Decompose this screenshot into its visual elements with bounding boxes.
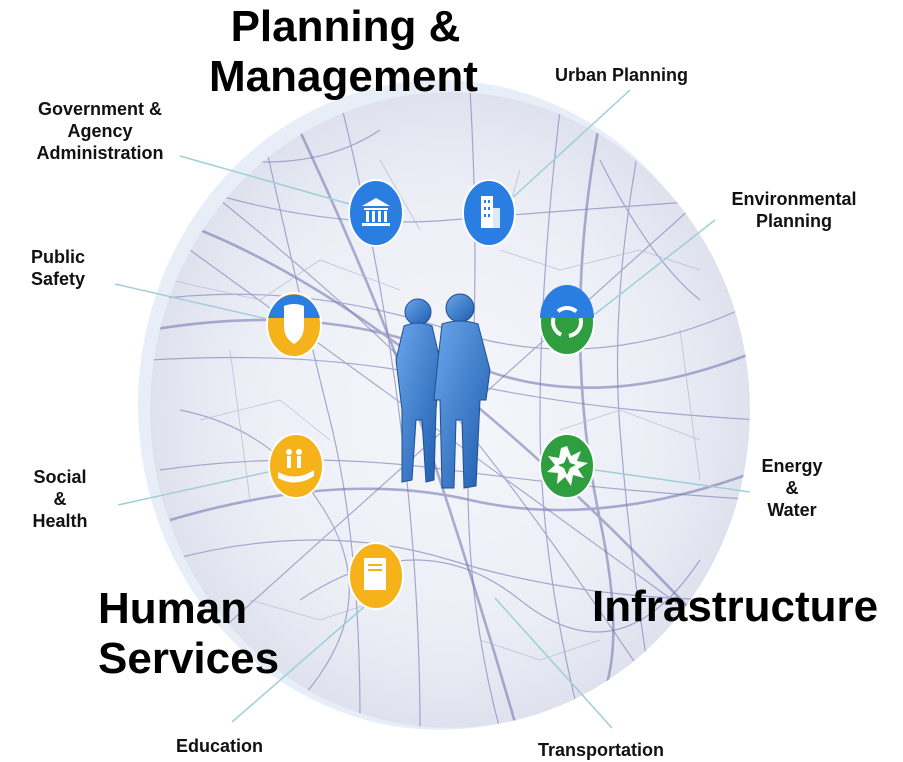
label-energy-water: Energy & Water <box>752 455 832 521</box>
label-public-safety: Public Safety <box>14 246 102 290</box>
heading-line: Human <box>98 584 248 633</box>
energy-burst-icon <box>539 433 595 499</box>
label-line: Transportation <box>538 740 665 760</box>
leader-urban-planning <box>509 89 631 201</box>
label-social-health: Social & Health <box>14 466 106 532</box>
recycle-icon <box>539 285 595 356</box>
heading-line: Infrastructure <box>592 582 879 631</box>
label-line: Water <box>767 500 817 520</box>
label-line: Government & <box>37 99 163 119</box>
label-line: Agency <box>67 121 133 141</box>
heading-line: Management <box>209 52 478 101</box>
label-line: Environmental <box>731 189 857 209</box>
label-line: Safety <box>30 269 86 289</box>
book-icon <box>348 542 404 610</box>
label-line: & <box>53 489 67 509</box>
label-line: Social <box>33 467 87 487</box>
label-line: Education <box>176 736 264 756</box>
family-hand-icon <box>268 433 324 499</box>
label-line: & <box>785 478 799 498</box>
label-line: Energy <box>761 456 823 476</box>
label-transportation: Transportation <box>538 739 664 761</box>
heading-infrastructure: Infrastructure <box>592 582 878 632</box>
leader-environmental <box>589 219 716 319</box>
heading-line: Services <box>98 634 280 683</box>
label-government: Government & Agency Administration <box>8 98 192 164</box>
leader-energy-water <box>594 469 751 493</box>
label-line: Administration <box>36 143 164 163</box>
label-environmental: Environmental Planning <box>710 188 878 232</box>
leader-transportation <box>494 597 613 729</box>
label-line: Urban Planning <box>555 65 689 85</box>
office-building-icon <box>462 179 516 247</box>
heading-planning-management: Planning & Management <box>209 2 478 102</box>
government-building-icon <box>348 179 404 247</box>
label-line: Public <box>30 247 85 267</box>
label-line: Planning <box>756 211 832 231</box>
leader-public-safety <box>114 283 286 324</box>
business-people-icon <box>395 293 491 489</box>
label-urban-planning: Urban Planning <box>555 64 688 86</box>
police-badge-icon <box>266 292 322 358</box>
label-line: Health <box>32 511 88 531</box>
leader-government <box>179 155 361 208</box>
heading-line: Planning & <box>230 2 461 51</box>
heading-human-services: Human Services <box>98 584 279 684</box>
label-education: Education <box>176 735 263 757</box>
leader-education <box>231 599 373 723</box>
